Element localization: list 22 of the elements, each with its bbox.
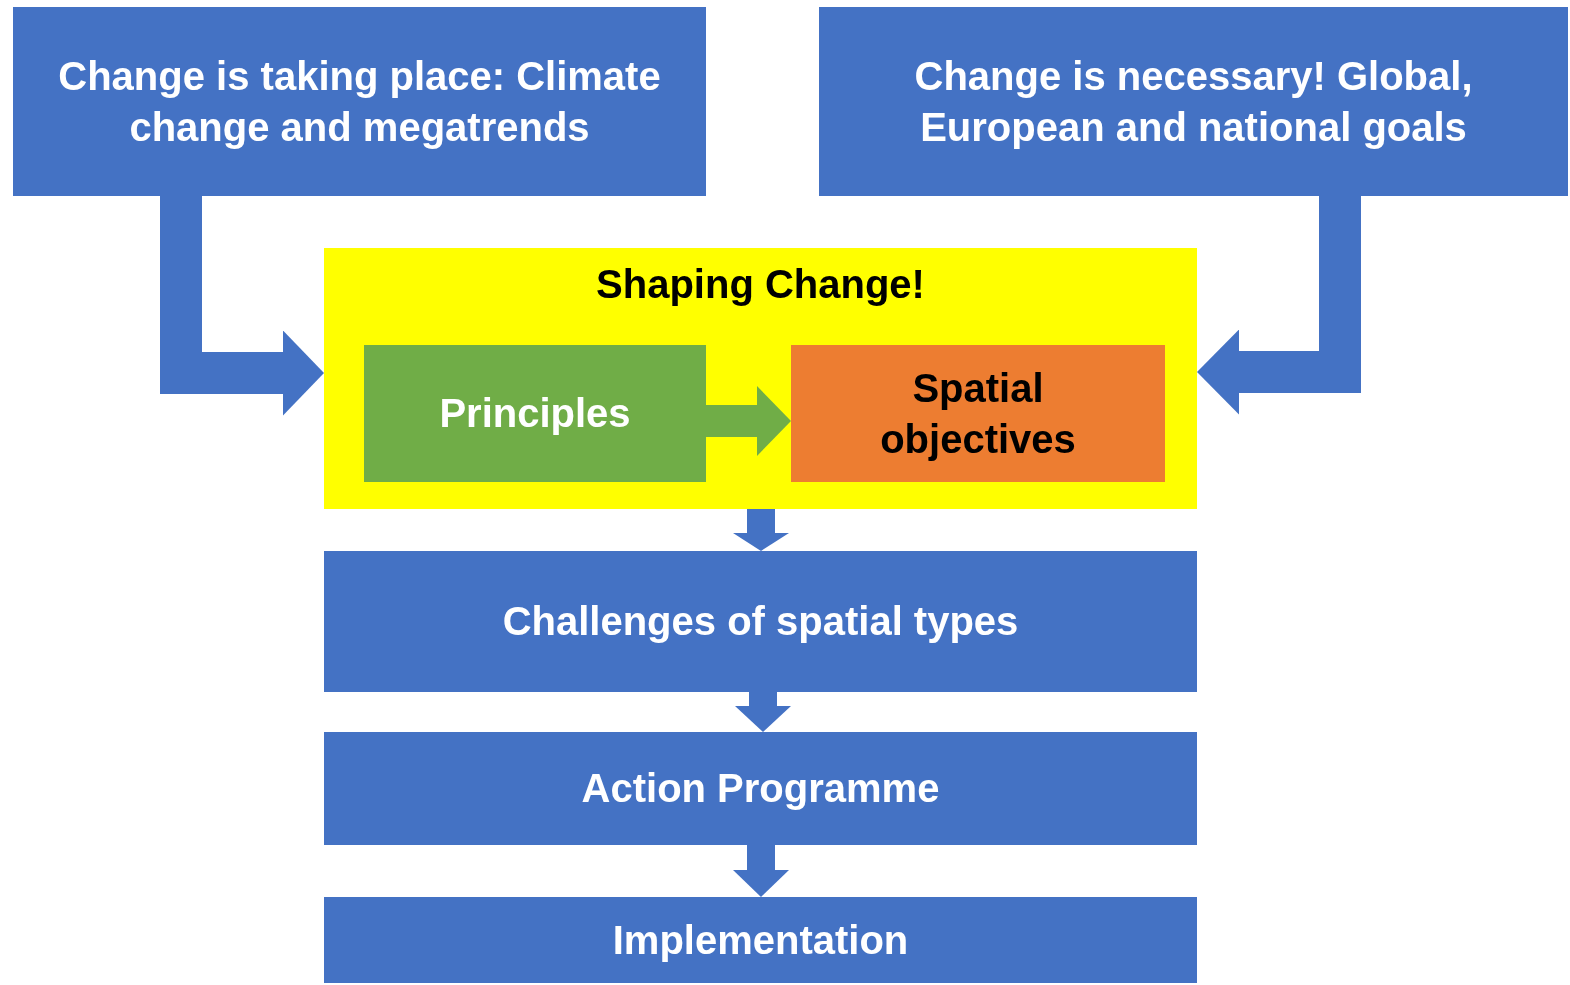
- block-arrow: [735, 692, 791, 732]
- box-label: Change is taking place: Climate change and megatrends: [57, 52, 662, 151]
- block-arrow: [1197, 196, 1361, 415]
- process-box: [13, 7, 706, 196]
- panel-heading: Shaping Change!: [595, 261, 926, 308]
- process-box: [791, 345, 1165, 482]
- process-box: [324, 551, 1197, 692]
- block-arrow: [733, 845, 789, 897]
- box-label: Principles: [438, 390, 632, 437]
- box-label: Action Programme: [580, 765, 941, 812]
- process-box: [364, 345, 706, 482]
- group-panel: [324, 248, 1197, 509]
- box-label: Change is necessary! Global, European and national goals: [913, 52, 1474, 151]
- process-box: [819, 7, 1568, 196]
- block-arrow: [160, 196, 324, 416]
- block-arrow: [733, 509, 789, 551]
- box-label: Implementation: [611, 916, 910, 964]
- block-arrow: [706, 386, 791, 456]
- box-label: Challenges of spatial types: [501, 598, 1020, 645]
- process-box: [324, 897, 1197, 983]
- box-label: Spatial objectives: [879, 364, 1077, 463]
- process-box: [324, 732, 1197, 845]
